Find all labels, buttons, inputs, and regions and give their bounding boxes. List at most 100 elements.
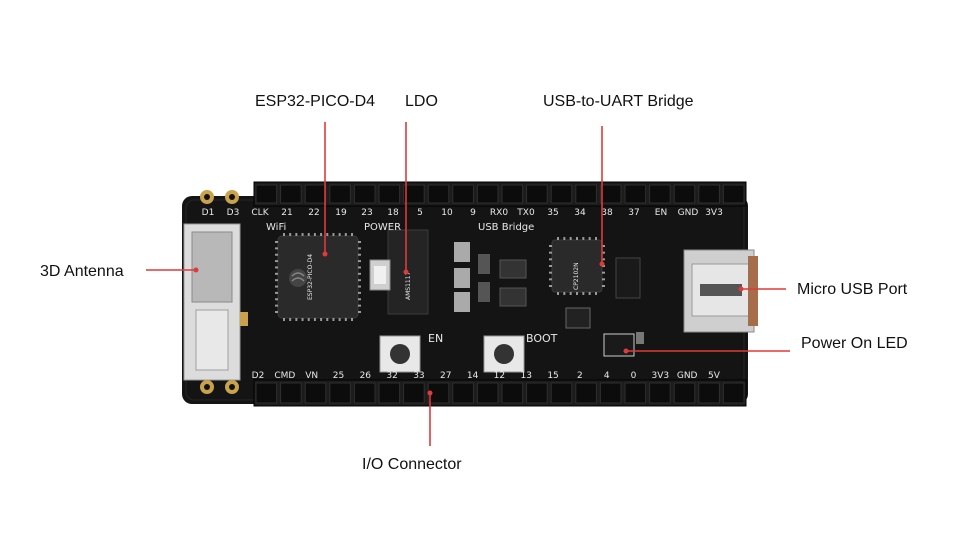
silk-bottom-pin-label: 26 (360, 371, 372, 381)
silk-bottom-pin-label: 5V (708, 371, 721, 381)
header-socket (255, 184, 278, 204)
silk-bottom-pin-label: 25 (333, 371, 344, 381)
silk-top-pin-label: 3V3 (705, 208, 723, 218)
header-socket (329, 382, 351, 404)
silk-bottom-pin-label: 32 (386, 371, 397, 381)
header-socket (304, 382, 327, 404)
header-socket (452, 382, 474, 404)
header-socket (599, 382, 622, 404)
header-socket (476, 184, 499, 204)
silk-bottom-pin-label: D2 (252, 371, 265, 381)
header-socket (575, 184, 597, 204)
header-socket (255, 382, 278, 404)
silk-top-pin-label: 37 (628, 208, 639, 218)
callout-ldo: LDO (405, 93, 438, 110)
header-socket (280, 382, 302, 404)
silk-top-pin-label: 22 (308, 208, 319, 218)
header-socket (698, 184, 720, 204)
header-socket (550, 382, 573, 404)
esp32-chip (275, 233, 361, 321)
silk-top-pin-label: D1 (202, 208, 215, 218)
gold-pads-top (200, 190, 239, 204)
header-socket (304, 184, 327, 204)
silk-top-pin-label: 18 (387, 208, 399, 218)
silk-bottom-pin-label: 13 (521, 371, 532, 381)
header-socket (378, 382, 401, 404)
antenna-3d (183, 223, 248, 381)
silk-bottom-pin-label: 33 (413, 371, 424, 381)
silk-bottom-pin-label: CMD (274, 371, 295, 381)
header-socket (476, 382, 499, 404)
silk-top-pin-label: TX0 (516, 208, 535, 218)
header-socket (526, 184, 548, 204)
header-socket (722, 184, 745, 204)
silk-bottom-pin-label: GND (677, 371, 698, 381)
header-socket (673, 184, 696, 204)
silk-top-pin-label: 5 (417, 208, 423, 218)
header-socket (649, 184, 671, 204)
header-socket (378, 184, 401, 204)
header-socket (624, 184, 647, 204)
silk-bottom-pin-label: 15 (547, 371, 558, 381)
bottom-pin-header (253, 379, 747, 407)
small-pads (565, 257, 644, 357)
silk-top-pin-label: 19 (335, 208, 347, 218)
header-socket (550, 184, 573, 204)
gold-pads-bottom (200, 380, 239, 394)
silk-bottom-pin-label: 3V3 (652, 371, 670, 381)
header-socket (403, 382, 425, 404)
top-pin-header (253, 181, 747, 207)
callout-io-connector: I/O Connector (362, 456, 462, 473)
header-socket (575, 382, 597, 404)
header-socket (427, 184, 450, 204)
callout-esp32-pico-d4: ESP32-PICO-D4 (255, 93, 376, 110)
silk-uart-marking: CP2102N (573, 262, 580, 290)
silk-top-pin-label: 35 (547, 208, 558, 218)
silk-top-pin-label: 21 (281, 208, 292, 218)
callout-3d-antenna: 3D Antenna (40, 263, 124, 280)
header-socket (624, 382, 647, 404)
header-socket (698, 382, 720, 404)
silk-top-pin-label: EN (655, 208, 667, 218)
header-socket (599, 184, 622, 204)
header-socket (649, 382, 671, 404)
silk-top-pin-label: 38 (601, 208, 613, 218)
silk-boot: BOOT (526, 332, 558, 345)
header-socket (353, 184, 376, 204)
silk-bottom-pin-label: 27 (440, 371, 451, 381)
silk-usb-bridge: USB Bridge (478, 222, 534, 233)
silk-bottom-pin-label: 2 (577, 371, 583, 381)
header-socket (280, 184, 302, 204)
header-socket (353, 382, 376, 404)
silk-top-pin-label: 10 (441, 208, 453, 218)
header-socket (673, 382, 696, 404)
silk-top-pin-label: RX0 (490, 208, 508, 218)
silk-top-pin-label: 9 (470, 208, 476, 218)
header-socket (403, 184, 425, 204)
silk-bottom-pin-label: 12 (494, 371, 505, 381)
silk-bottom-pin-label: VN (305, 371, 318, 381)
header-socket (501, 382, 524, 404)
header-socket (329, 184, 351, 204)
silk-top-pin-label: CLK (251, 208, 269, 218)
header-socket (526, 382, 548, 404)
silk-top-pin-label: D3 (227, 208, 240, 218)
leader-endpoints (193, 251, 744, 396)
silk-ldo-marking: AMS1117 (405, 271, 412, 300)
callout-micro-usb-port: Micro USB Port (797, 281, 908, 298)
header-socket (722, 382, 745, 404)
silk-bottom-pin-label: 4 (604, 371, 610, 381)
boot-button (483, 335, 525, 373)
silk-wifi: WiFi (266, 222, 286, 233)
callout-power-on-led: Power On LED (801, 335, 908, 352)
micro-usb-connector (683, 249, 758, 333)
silk-esp32-marking: ESP32-PICO-D4 (307, 254, 314, 300)
header-socket (501, 184, 524, 204)
callout-usb-to-uart-bridge: USB-to-UART Bridge (543, 93, 694, 110)
silk-bottom-pin-label: 0 (631, 371, 637, 381)
silk-top-pin-label: 34 (574, 208, 586, 218)
silk-power: POWER (364, 222, 401, 233)
